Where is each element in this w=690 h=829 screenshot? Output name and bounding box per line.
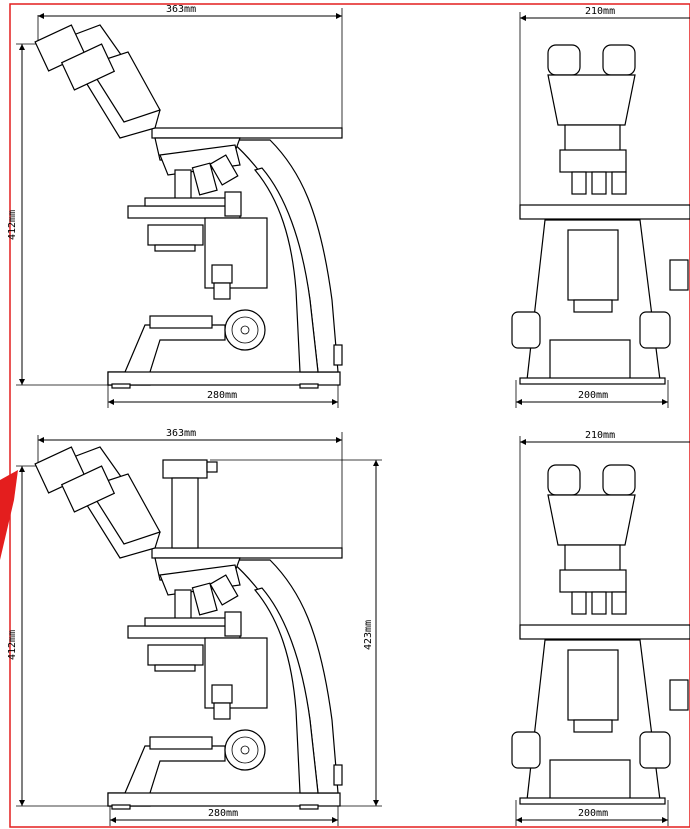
top-left-width-label: 363mm [166, 4, 196, 15]
front-view-binocular [511, 12, 690, 408]
red-pointer-mark [0, 470, 18, 560]
bottom-left-height-right-label: 423mm [363, 620, 374, 650]
bottom-left-height-label: 412mm [7, 630, 18, 660]
top-left-height-label: 412mm [7, 210, 18, 240]
side-view-binocular [16, 8, 343, 408]
bottom-right-width-label: 210mm [585, 430, 615, 441]
bottom-right-base-label: 200mm [578, 808, 608, 819]
red-frame [9, 3, 690, 828]
top-right-base-label: 200mm [578, 390, 608, 401]
top-right-width-label: 210mm [585, 6, 615, 17]
front-view-trinocular [511, 436, 690, 826]
side-view-trinocular [16, 432, 382, 826]
top-left-base-label: 280mm [207, 390, 237, 401]
bottom-left-base-label: 280mm [208, 808, 238, 819]
bottom-left-width-label: 363mm [166, 428, 196, 439]
